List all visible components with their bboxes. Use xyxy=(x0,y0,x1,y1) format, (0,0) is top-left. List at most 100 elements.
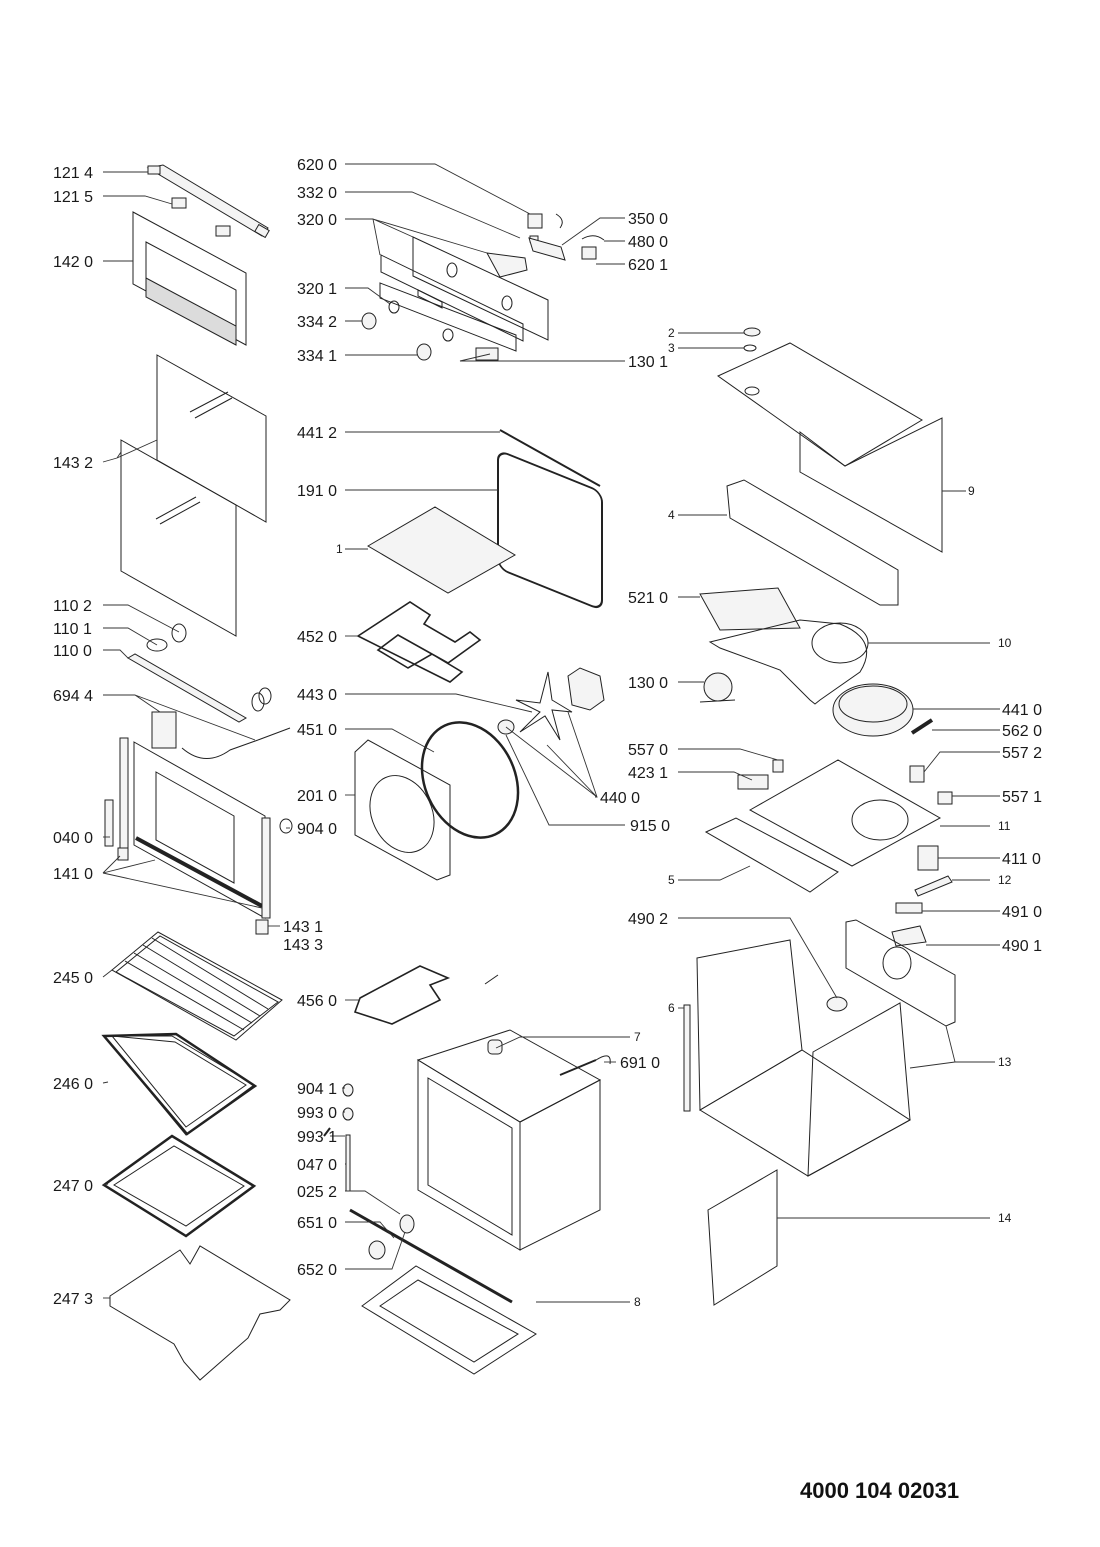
callout-521-0: 521 0 xyxy=(628,590,668,607)
callout-334-1: 334 1 xyxy=(297,348,337,365)
part-lamp-cover xyxy=(487,1039,503,1055)
callout-201-0: 201 0 xyxy=(297,788,337,805)
callout-7: 7 xyxy=(634,1030,641,1044)
callout-691-0: 691 0 xyxy=(620,1055,660,1072)
callout-320-0: 320 0 xyxy=(297,212,337,229)
part-lamp-holder xyxy=(826,996,848,1012)
part-top-cover xyxy=(717,342,943,553)
part-knobs xyxy=(361,300,454,361)
callout-334-2: 334 2 xyxy=(297,314,337,331)
callout-915-0: 915 0 xyxy=(630,818,670,835)
callout-441-0: 441 0 xyxy=(1002,702,1042,719)
part-grommets xyxy=(743,327,761,352)
part-fan-assembly xyxy=(497,667,605,741)
document-number: 4000 104 02031 xyxy=(800,1478,960,1503)
part-wire-shelf xyxy=(111,931,283,1041)
part-outer-casing xyxy=(696,939,911,1177)
part-front-strip xyxy=(704,817,839,893)
callout-557-2: 557 2 xyxy=(1002,745,1042,762)
callout-143-3: 143 3 xyxy=(283,937,323,954)
part-sleeve xyxy=(910,718,934,735)
callout-247-0: 247 0 xyxy=(53,1178,93,1195)
callout-490-1: 490 1 xyxy=(1002,938,1042,955)
callout-456-0: 456 0 xyxy=(297,993,337,1010)
callout-557-1: 557 1 xyxy=(1002,789,1042,806)
callout-110-2: 110 2 xyxy=(53,598,92,615)
callout-491-0: 491 0 xyxy=(1002,904,1042,921)
callout-451-0: 451 0 xyxy=(297,722,337,739)
part-lower-element xyxy=(353,965,499,1025)
callout-121-4: 121 4 xyxy=(53,165,93,182)
part-baking-tray xyxy=(101,1032,258,1136)
part-side-strip xyxy=(683,1004,691,1112)
callout-904-1: 904 1 xyxy=(297,1081,337,1098)
part-switches xyxy=(737,759,953,805)
callout-480-0: 480 0 xyxy=(628,234,668,251)
part-fan-cover xyxy=(354,739,451,881)
callout-13: 13 xyxy=(998,1055,1012,1069)
callout-130-1: 130 1 xyxy=(628,354,668,371)
callout-143-2: 143 2 xyxy=(53,455,93,472)
callout-441-2: 441 2 xyxy=(297,425,337,442)
callout-9: 9 xyxy=(968,484,975,498)
callout-247-3: 247 3 xyxy=(53,1291,93,1308)
part-programmer xyxy=(475,213,605,361)
callout-440-0: 440 0 xyxy=(600,790,640,807)
callout-245-0: 245 0 xyxy=(53,970,93,987)
part-tangential-fan xyxy=(832,683,914,737)
part-inner-door-frame xyxy=(119,737,293,919)
callout-652-0: 652 0 xyxy=(297,1262,337,1279)
part-circular-element xyxy=(420,721,520,839)
callout-3: 3 xyxy=(668,341,675,355)
callout-142-0: 142 0 xyxy=(53,254,93,271)
part-wire-support xyxy=(109,1245,291,1381)
callout-143-1: 143 1 xyxy=(283,919,323,936)
part-cooling-motor xyxy=(699,672,736,703)
callout-11: 11 xyxy=(998,819,1011,833)
part-small-bracket xyxy=(914,875,953,897)
callout-5: 5 xyxy=(668,873,675,887)
callout-1: 1 xyxy=(336,542,343,556)
part-top-plate xyxy=(367,506,516,594)
callout-452-0: 452 0 xyxy=(297,629,337,646)
callout-651-0: 651 0 xyxy=(297,1215,337,1232)
callout-246-0: 246 0 xyxy=(53,1076,93,1093)
part-door-hinge xyxy=(104,799,129,861)
callout-490-2: 490 2 xyxy=(628,911,668,928)
callout-993-1: 993 1 xyxy=(297,1129,337,1146)
callout-904-0: 904 0 xyxy=(297,821,337,838)
part-base-plate xyxy=(748,759,942,867)
part-drip-tray xyxy=(101,1134,257,1238)
callout-191-0: 191 0 xyxy=(297,483,337,500)
callout-993-0: 993 0 xyxy=(297,1105,337,1122)
part-grill-element xyxy=(356,601,482,683)
part-small-fittings xyxy=(323,1083,513,1304)
callout-130-0: 130 0 xyxy=(628,675,668,692)
part-rear-bracket xyxy=(726,479,899,606)
part-door-gasket xyxy=(497,452,603,609)
callout-2: 2 xyxy=(668,326,675,340)
callout-411-0: 411 0 xyxy=(1002,851,1041,868)
part-timer-probe xyxy=(151,711,291,759)
part-door-handle xyxy=(126,623,272,723)
part-rear-panel xyxy=(845,919,956,1027)
part-cavity-bottom xyxy=(361,1265,537,1375)
part-rear-cover xyxy=(707,1169,778,1306)
callout-694-4: 694 4 xyxy=(53,688,93,705)
part-terminal-block xyxy=(895,902,923,914)
callout-8: 8 xyxy=(634,1295,641,1309)
part-control-board xyxy=(699,587,801,631)
callout-labels: 121 4 121 5 142 0 143 2 110 2 110 1 110 … xyxy=(53,157,1042,1309)
callout-620-0: 620 0 xyxy=(297,157,337,174)
callout-10: 10 xyxy=(998,636,1012,650)
part-seal-rod xyxy=(499,429,601,487)
callout-332-0: 332 0 xyxy=(297,185,337,202)
callout-110-1: 110 1 xyxy=(53,621,92,638)
part-control-panel xyxy=(379,236,549,352)
callout-320-1: 320 1 xyxy=(297,281,337,298)
part-door-clips xyxy=(171,197,231,237)
callout-443-0: 443 0 xyxy=(297,687,337,704)
callout-562-0: 562 0 xyxy=(1002,723,1042,740)
callout-040-0: 040 0 xyxy=(53,830,93,847)
